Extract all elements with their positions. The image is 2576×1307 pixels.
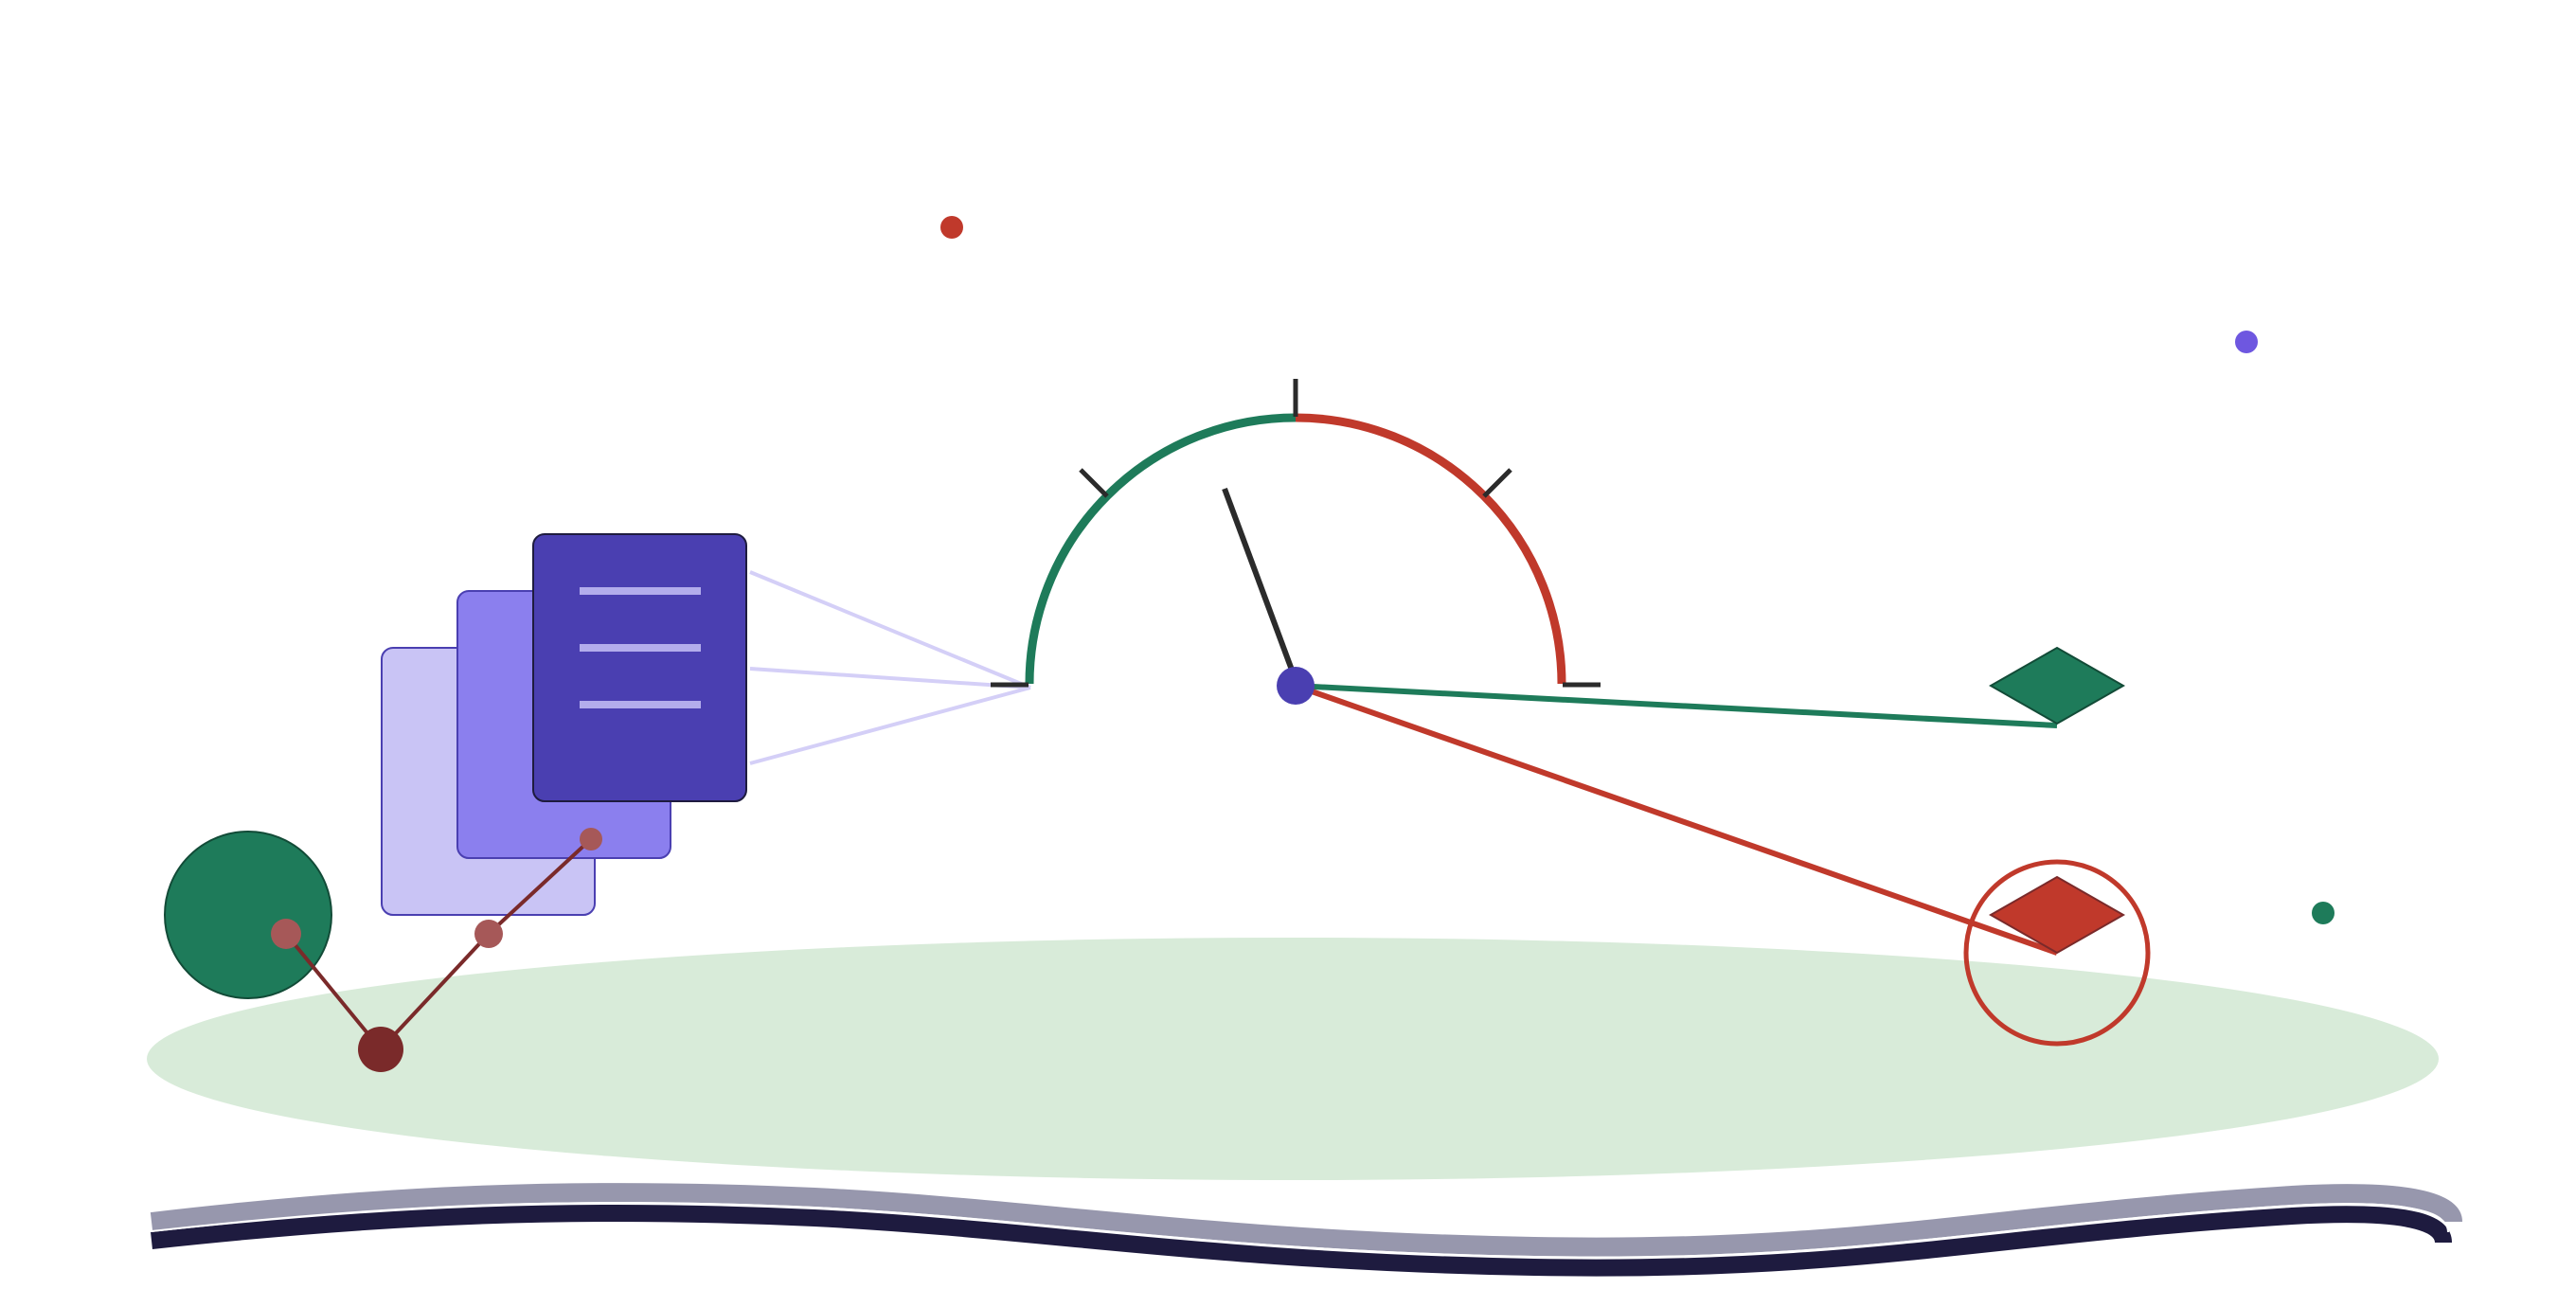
gauge-hub: [1277, 667, 1315, 705]
ground-ellipse: [147, 938, 2439, 1180]
joint-node-top: [580, 828, 602, 850]
red-diamond-ring: [1963, 859, 2151, 1047]
gauge-arc-red: [1295, 413, 1566, 685]
hub-to-green-diamond-line: [1295, 683, 2058, 728]
document-stack-icon: [381, 533, 747, 916]
hub-to-red-diamond-line: [1295, 683, 2058, 956]
gauge-tick-upper-left: [1079, 468, 1109, 498]
wave-road-light-band: [150, 1183, 2462, 1257]
half-circle-gauge-icon: [991, 379, 1601, 688]
gauge-arc-green: [1025, 413, 1297, 685]
red-dot: [940, 216, 963, 239]
joint-chain: [271, 828, 602, 1072]
joint-link-2: [379, 932, 491, 1051]
red-diamond-icon: [1988, 875, 2126, 955]
connector-line-bottom: [749, 686, 1031, 765]
joint-node-middle: [474, 920, 503, 948]
green-circle-icon: [164, 831, 332, 999]
green-dot: [2312, 902, 2334, 924]
wave-road-dark-band: [151, 1204, 2452, 1277]
connector-line-top: [749, 570, 1031, 689]
joint-link-3: [487, 837, 593, 936]
gauge-needle-icon: [1222, 487, 1296, 674]
joint-node-bottom: [358, 1027, 403, 1072]
connector-line-middle: [749, 667, 1031, 689]
document-front: [532, 533, 747, 802]
joint-link-1: [284, 932, 383, 1051]
gauge-tick-upper-right: [1482, 468, 1512, 498]
purple-dot: [2235, 331, 2258, 353]
green-diamond-icon: [1988, 646, 2126, 725]
wave-road-separator: [151, 1201, 2449, 1259]
joint-node-left: [271, 919, 301, 949]
